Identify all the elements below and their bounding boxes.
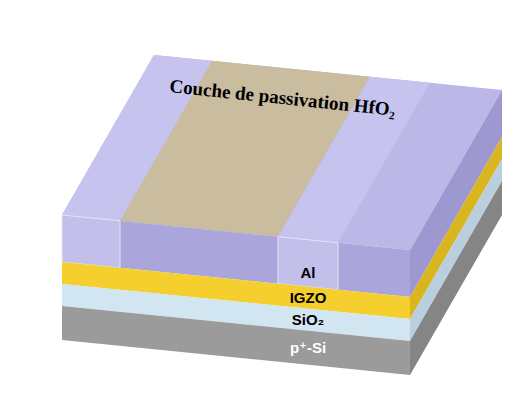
layer-name: IGZO xyxy=(290,289,327,306)
layer-name: p⁺-Si xyxy=(290,339,326,356)
electrode-front-face xyxy=(62,215,120,268)
layer-name: Al xyxy=(301,264,316,281)
layer-name-holder: Al xyxy=(301,264,316,282)
layer-name-holder: p⁺-Si xyxy=(290,339,326,357)
sio2-side-face xyxy=(410,159,502,341)
silicon-front-face xyxy=(62,306,410,375)
electrode-front-face xyxy=(278,237,338,290)
layer-name-holder: SiO₂ xyxy=(292,311,325,329)
silicon-side-face xyxy=(410,181,502,375)
layer-name-holder: IGZO xyxy=(290,289,327,307)
layer-name: SiO₂ xyxy=(292,311,325,328)
